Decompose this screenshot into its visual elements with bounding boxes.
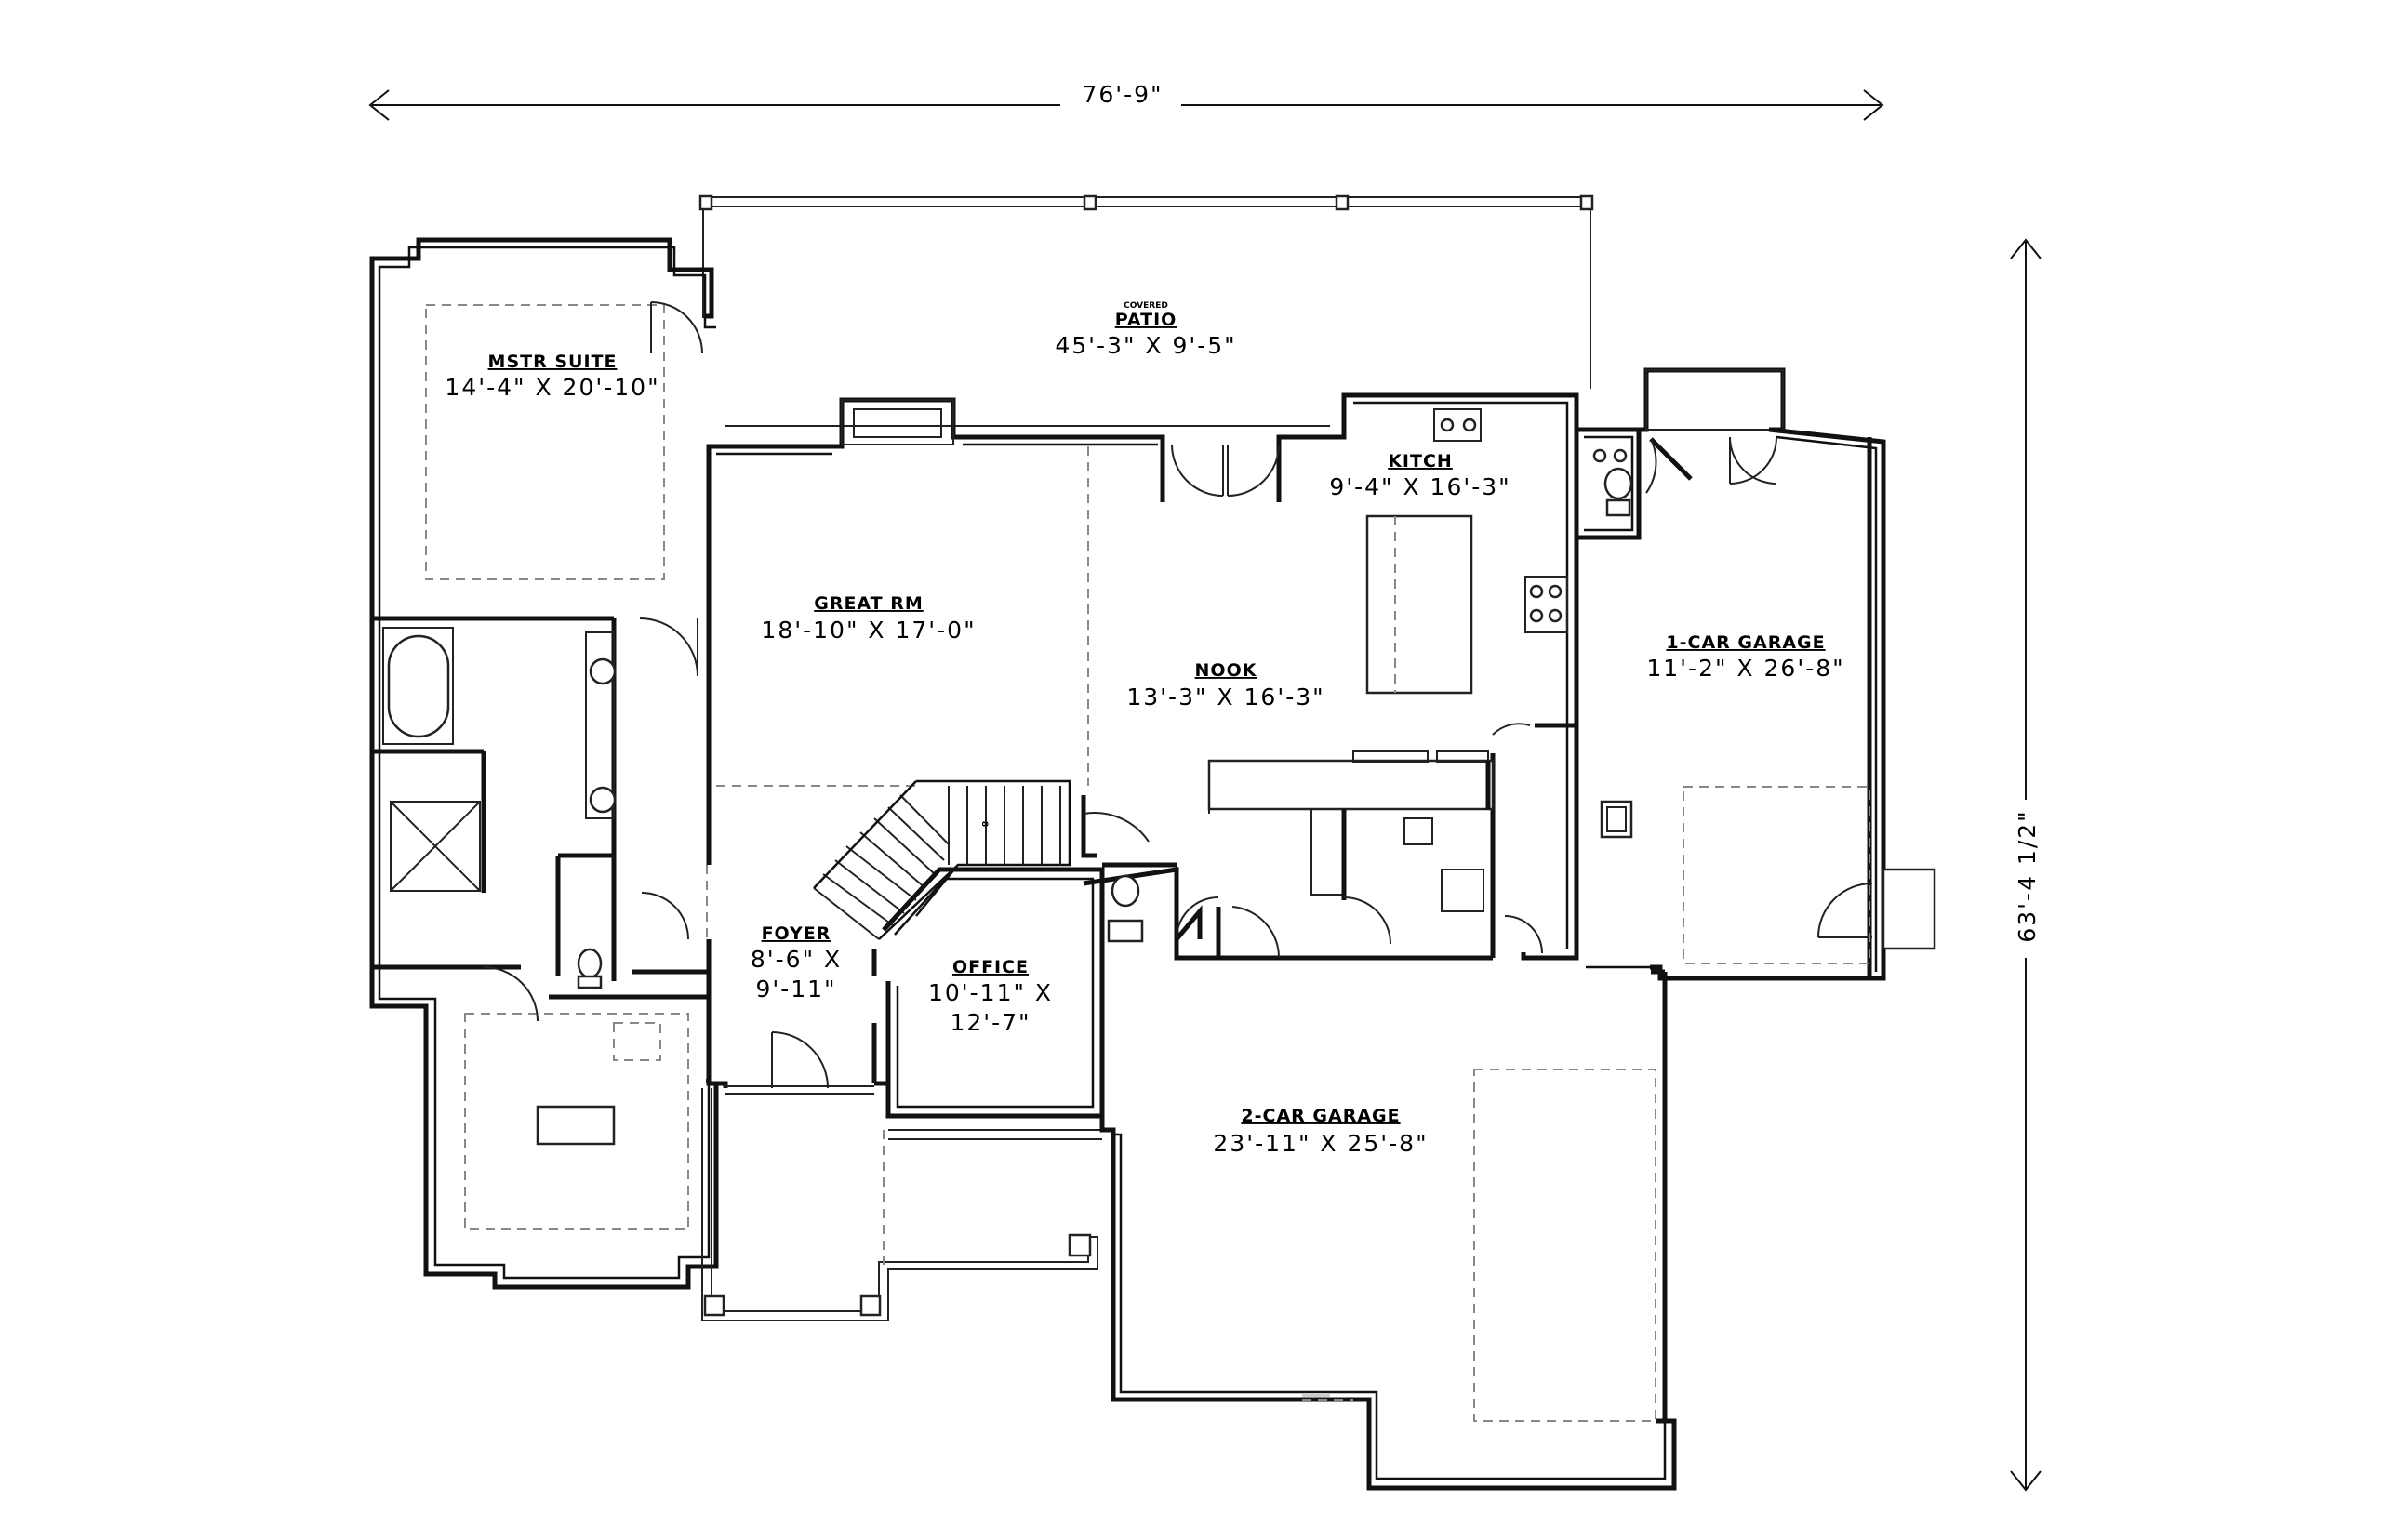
nook-size: 13'-3" X 16'-3" — [1126, 684, 1324, 710]
patio-covered-label: COVERED — [1124, 301, 1168, 311]
office-size-line2: 12'-7" — [950, 1009, 1031, 1036]
width-label: 76'-9" — [1082, 81, 1163, 108]
label-mstr-suite: MSTR SUITE 14'-4" X 20'-10" — [445, 352, 659, 401]
label-kitch: KITCH 9'-4" X 16'-3" — [1329, 451, 1510, 500]
label-nook: NOOK 13'-3" X 16'-3" — [1126, 660, 1324, 710]
label-patio: COVERED PATIO 45'-3" X 9'-5" — [1055, 301, 1236, 359]
dimension-depth: 63'-4 1/2" — [2009, 238, 2042, 1492]
foyer-size-line2: 9'-11" — [755, 976, 836, 1002]
label-office: OFFICE 10'-11" X 12'-7" — [928, 957, 1053, 1036]
office-name: OFFICE — [952, 957, 1029, 977]
main-walls: 8 — [701, 392, 1579, 1321]
garage1-name: 1-CAR GARAGE — [1666, 632, 1825, 653]
garage2-walls — [1099, 870, 1677, 1491]
label-great-rm: GREAT RM 18'-10" X 17'-0" — [761, 593, 976, 644]
stair-marker: 8 — [979, 821, 989, 827]
garage2-size: 23'-11" X 25'-8" — [1213, 1130, 1428, 1157]
patio-name: PATIO — [1115, 310, 1177, 330]
label-1-car-garage: 1-CAR GARAGE 11'-2" X 26'-8" — [1646, 632, 1844, 682]
mstr-name: MSTR SUITE — [488, 352, 618, 372]
kitch-name: KITCH — [1388, 451, 1453, 471]
stair-treads — [813, 780, 1061, 940]
label-foyer: FOYER 8'-6" X 9'-11" — [751, 923, 842, 1002]
dimension-width: 76'-9" — [368, 81, 1884, 121]
foyer-name: FOYER — [762, 923, 831, 944]
depth-label: 63'-4 1/2" — [2014, 809, 2041, 942]
great-name: GREAT RM — [814, 593, 924, 614]
mstr-size: 14'-4" X 20'-10" — [445, 374, 659, 401]
garage2-name: 2-CAR GARAGE — [1241, 1106, 1400, 1126]
label-2-car-garage: 2-CAR GARAGE 23'-11" X 25'-8" — [1213, 1106, 1428, 1157]
nook-name: NOOK — [1195, 660, 1257, 681]
garage1-walls — [1576, 367, 1936, 981]
garage1-size: 11'-2" X 26'-8" — [1646, 655, 1844, 682]
master-bath-fixtures — [382, 301, 708, 1083]
patio-size: 45'-3" X 9'-5" — [1055, 332, 1236, 359]
foyer-size-line1: 8'-6" X — [751, 946, 842, 973]
patio-structure — [698, 194, 1594, 427]
office-size-line1: 10'-11" X — [928, 979, 1053, 1006]
great-size: 18'-10" X 17'-0" — [761, 617, 976, 644]
kitch-size: 9'-4" X 16'-3" — [1329, 473, 1510, 500]
